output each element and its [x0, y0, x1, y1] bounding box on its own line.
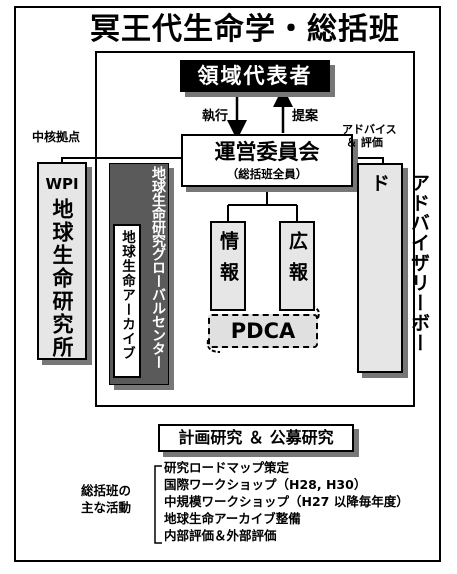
core-base-label: 中核拠点 — [32, 130, 81, 144]
advice-label: アドバイス ＆ 評価 — [342, 123, 397, 149]
activity-item: 地球生命アーカイブ整備 — [164, 511, 301, 526]
advisory-board-label: アドバイザリーボード — [368, 173, 430, 353]
info-label: 情報 — [217, 231, 239, 293]
wpi-name: 地球生命研究所 — [50, 198, 74, 359]
steering-title: 運営委員会 — [214, 140, 320, 164]
activities-label-line2: 主な活動 — [81, 500, 132, 515]
activities-list: 研究ロードマップ策定 国際ワークショップ（H28, H30） 中規模ワークショッ… — [164, 459, 409, 544]
pr-label: 広報 — [286, 231, 308, 293]
pdca-label: PDCA — [230, 319, 296, 343]
inner-panel — [95, 51, 415, 407]
pr-box: 広報 — [279, 221, 315, 311]
research-label: 計画研究 ＆ 公募研究 — [178, 428, 334, 447]
research-box: 計画研究 ＆ 公募研究 — [158, 424, 354, 452]
pdca-arrow-left — [206, 339, 221, 353]
representative-label: 領域代表者 — [197, 64, 313, 88]
info-box: 情報 — [210, 221, 246, 311]
representative-box: 領域代表者 — [180, 60, 330, 92]
global-center-label: 地球生命研究グローバルセンター — [150, 166, 166, 369]
activities-label: 総括班の 主な活動 — [81, 482, 131, 516]
pdca-box: PDCA — [208, 314, 318, 348]
activities-bracket — [154, 465, 162, 544]
advisory-board-box: アドバイザリーボード — [357, 163, 430, 373]
wpi-prefix: WPI — [45, 175, 79, 193]
advice-label-line2: ＆ 評価 — [346, 136, 383, 149]
execution-label: 執行 — [202, 109, 229, 124]
activities-label-line1: 総括班の — [81, 483, 132, 498]
page-title: 冥王代生命学・総括班 — [90, 12, 400, 47]
activity-item: 研究ロードマップ策定 — [164, 460, 290, 475]
activity-item: 中規模ワークショップ（H27 以降毎年度） — [164, 494, 409, 509]
proposal-label: 提案 — [292, 109, 319, 124]
activity-item: 内部評価＆外部評価 — [164, 528, 277, 543]
archive-label: 地球生命アーカイブ — [119, 230, 135, 361]
wpi-box: WPI 地球生命研究所 — [37, 162, 87, 360]
activity-item: 国際ワークショップ（H28, H30） — [164, 477, 367, 492]
advice-line — [352, 157, 384, 164]
advice-label-line1: アドバイス — [342, 123, 397, 136]
steering-committee-box: 運営委員会 （総括班全員） — [181, 134, 353, 187]
steering-subtitle: （総括班全員） — [226, 167, 308, 181]
core-base-line — [61, 157, 182, 162]
archive-box: 地球生命アーカイブ — [113, 224, 141, 378]
